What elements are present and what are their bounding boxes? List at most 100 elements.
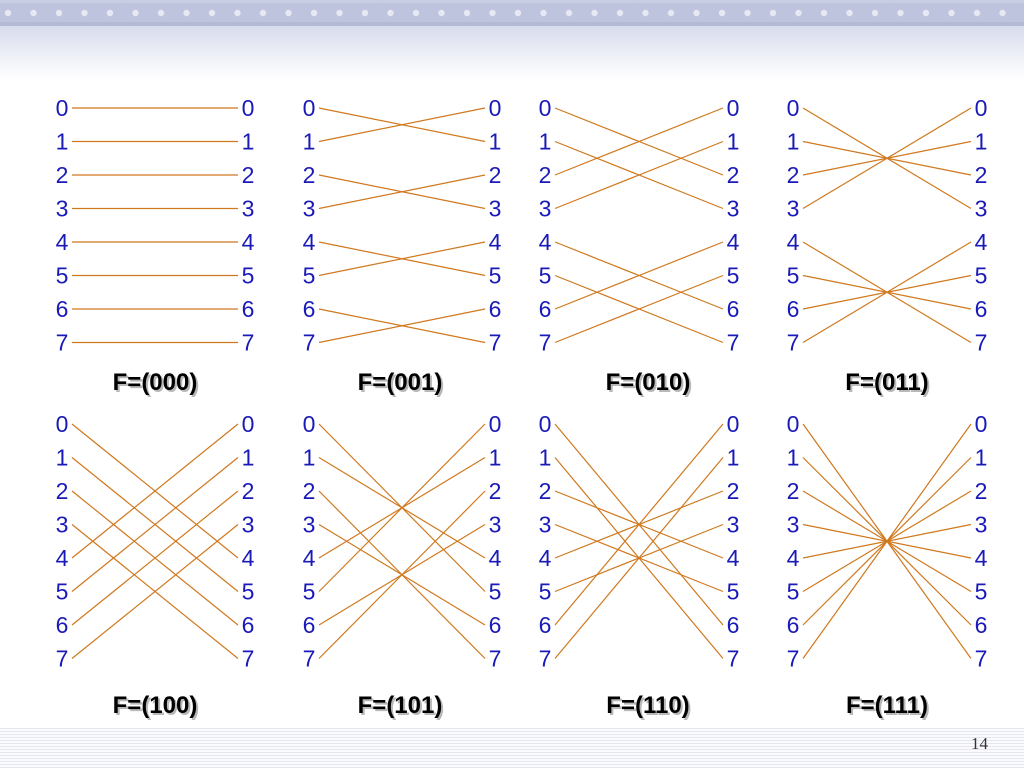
output-node-label: 0 [727,411,740,437]
input-node-label: 2 [56,478,69,504]
input-node-label: 0 [539,95,552,121]
panel-label: F=(101) [358,692,443,719]
header-dot [769,9,777,17]
header-dot [30,9,37,17]
input-node-label: 2 [539,478,552,504]
header-dot [540,9,547,17]
output-node-label: 6 [727,296,740,322]
input-node-label: 3 [787,512,800,538]
output-node-label: 1 [727,129,740,155]
input-node-label: 7 [539,330,552,356]
header-dot [693,9,700,17]
output-node-label: 1 [489,129,502,155]
input-node-label: 7 [303,646,316,672]
input-node-label: 7 [303,330,316,356]
input-node-label: 1 [539,129,552,155]
input-node-label: 5 [56,579,69,605]
output-node-label: 5 [975,579,988,605]
panel-label-shadow: F=(010) [608,371,693,398]
input-node-label: 3 [787,196,800,222]
input-node-label: 0 [56,411,69,437]
input-node-label: 6 [56,612,69,638]
header-dot [336,9,343,17]
input-node-label: 0 [787,95,800,121]
output-node-label: 7 [727,330,740,356]
input-node-label: 1 [539,445,552,471]
input-node-label: 0 [539,411,552,437]
output-node-label: 1 [975,129,988,155]
input-node-label: 7 [787,330,800,356]
input-node-label: 6 [787,612,800,638]
header-dot [795,9,802,17]
header-dot [438,9,445,17]
connection-line [318,423,486,592]
input-node-label: 3 [56,196,69,222]
panel-label-shadow: F=(100) [115,694,200,721]
header-dot [208,9,216,17]
output-node-label: 1 [242,445,255,471]
input-node-label: 7 [787,646,800,672]
header-dot [157,9,165,17]
output-node-label: 4 [242,229,255,255]
output-node-label: 2 [727,162,740,188]
connection-line [802,241,972,344]
connection-line [554,140,724,210]
input-node-label: 4 [303,545,316,571]
input-node-label: 6 [303,612,316,638]
input-node-label: 4 [787,229,800,255]
output-node-label: 7 [727,646,740,672]
input-node-label: 3 [303,512,316,538]
output-node-label: 3 [727,512,740,538]
header-dot [591,9,598,17]
output-node-label: 1 [727,445,740,471]
header-dot [132,9,139,17]
header-dot [718,9,726,17]
output-node-label: 0 [727,95,740,121]
header-dot [387,9,394,17]
input-node-label: 6 [539,612,552,638]
input-node-label: 1 [56,129,69,155]
output-node-label: 2 [727,478,740,504]
input-node-label: 6 [303,296,316,322]
output-node-label: 4 [242,545,255,571]
output-node-label: 4 [489,545,502,571]
header-dot [973,9,981,17]
input-node-label: 4 [539,229,552,255]
input-node-label: 7 [56,646,69,672]
connection-line [554,241,724,310]
header-dot [234,9,241,17]
input-node-label: 5 [539,579,552,605]
header-dot [871,9,879,17]
output-node-label: 3 [489,196,502,222]
input-node-label: 2 [787,162,800,188]
panel-label-shadow: F=(111) [848,694,930,721]
input-node-label: 6 [56,296,69,322]
panel-label: F=(000) [113,369,198,396]
header-dot [412,9,420,17]
header-dot [616,9,624,17]
input-node-label: 7 [56,330,69,356]
input-node-label: 3 [539,512,552,538]
output-node-label: 6 [727,612,740,638]
panel-label-shadow: F=(110) [608,694,691,721]
output-node-label: 7 [489,330,502,356]
header-dot [667,9,675,17]
connection-line [318,174,486,210]
input-node-label: 1 [787,129,800,155]
header-dot [285,9,292,17]
header-dot [463,9,471,17]
output-node-label: 3 [242,512,255,538]
input-node-label: 2 [539,162,552,188]
connection-line [71,423,239,559]
output-node-label: 1 [975,445,988,471]
output-node-label: 7 [242,330,255,356]
header-dot [81,9,88,17]
output-node-label: 2 [975,478,988,504]
connection-line [318,241,486,277]
header-dot [820,9,828,17]
output-node-label: 0 [489,95,502,121]
panel-label-shadow: F=(101) [360,694,445,721]
